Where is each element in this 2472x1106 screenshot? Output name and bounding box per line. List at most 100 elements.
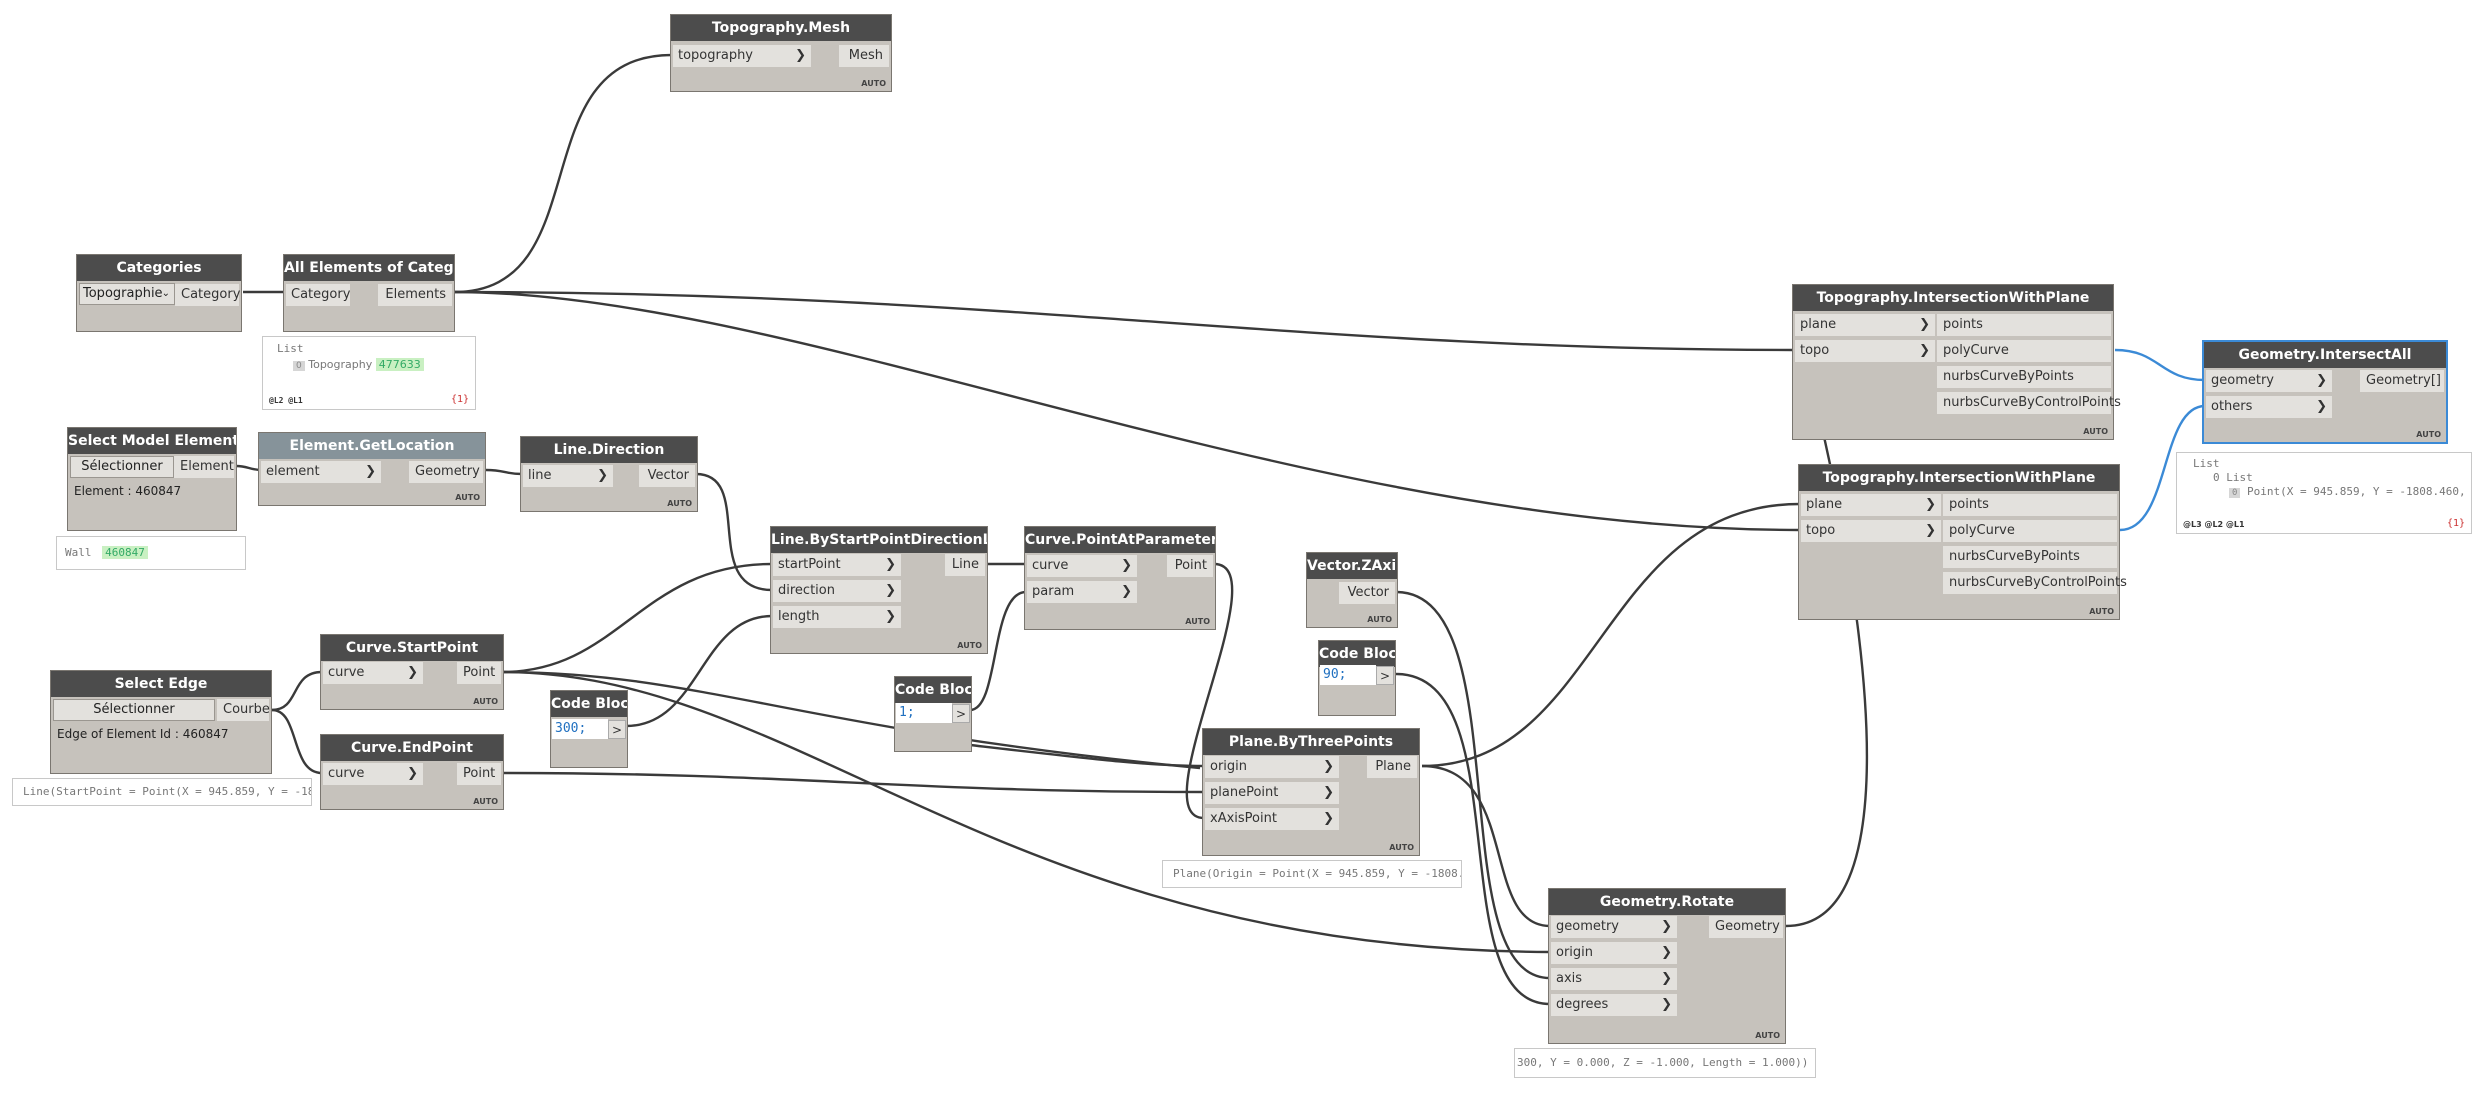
port-curve[interactable]: curve❯ bbox=[1027, 555, 1137, 577]
wire-startpoint-to-linestart[interactable] bbox=[501, 562, 773, 674]
port-points[interactable]: points bbox=[1943, 494, 2117, 516]
port-mesh[interactable]: Mesh bbox=[839, 45, 889, 67]
code-output-port[interactable]: > bbox=[952, 704, 970, 723]
port-plane[interactable]: plane❯ bbox=[1795, 314, 1935, 336]
port-startpoint[interactable]: startPoint❯ bbox=[773, 554, 901, 576]
preview-sublist-header: 0 List bbox=[2213, 471, 2253, 484]
port-category[interactable]: Category bbox=[175, 284, 240, 306]
node-element-getlocation[interactable]: Element.GetLocation element❯ Geometry AU… bbox=[258, 432, 486, 506]
node-select-model-element[interactable]: Select Model Element Sélectionner Elemen… bbox=[67, 427, 237, 531]
node-code-block-300[interactable]: Code Block 300; > bbox=[550, 690, 628, 768]
node-curve-point-at-parameter[interactable]: Curve.PointAtParameter curve❯ param❯ Poi… bbox=[1024, 526, 1216, 630]
port-vector[interactable]: Vector bbox=[1339, 582, 1395, 604]
preview-list-header: List bbox=[277, 342, 304, 355]
node-code-block-1[interactable]: Code Block 1; > bbox=[894, 676, 972, 752]
code-output-port[interactable]: > bbox=[1376, 666, 1394, 685]
port-geometry-out[interactable]: Geometry bbox=[1709, 916, 1783, 938]
port-courbe[interactable]: Courbe bbox=[217, 699, 270, 721]
port-geometry-array[interactable]: Geometry[] bbox=[2360, 370, 2444, 392]
port-nurbs-by-points[interactable]: nurbsCurveByPoints bbox=[1937, 366, 2111, 388]
port-elements[interactable]: Elements bbox=[378, 284, 452, 306]
port-curve[interactable]: curve❯ bbox=[323, 662, 423, 684]
node-all-elements-of-category[interactable]: All Elements of Category Category Elemen… bbox=[283, 254, 455, 332]
port-topo[interactable]: topo❯ bbox=[1801, 520, 1941, 542]
port-line[interactable]: line❯ bbox=[523, 465, 613, 487]
port-polycurve[interactable]: polyCurve bbox=[1937, 340, 2111, 362]
port-plane[interactable]: plane❯ bbox=[1801, 494, 1941, 516]
port-category-in[interactable]: Category bbox=[286, 284, 350, 306]
node-plane-by-three-points[interactable]: Plane.ByThreePoints origin❯ planePoint❯ … bbox=[1202, 728, 1420, 856]
port-element[interactable]: Element bbox=[174, 456, 234, 478]
port-axis[interactable]: axis❯ bbox=[1551, 968, 1677, 990]
wire-plane-to-topo2[interactable] bbox=[1421, 502, 1801, 768]
wire-vector-to-direction[interactable] bbox=[695, 472, 773, 592]
code-output-port[interactable]: > bbox=[608, 720, 626, 739]
select-button[interactable]: Sélectionner bbox=[70, 456, 174, 478]
port-topography[interactable]: topography❯ bbox=[673, 45, 811, 67]
port-geometry[interactable]: Geometry bbox=[409, 461, 483, 483]
wire-courbe-to-startpoint[interactable] bbox=[271, 670, 323, 712]
node-curve-startpoint[interactable]: Curve.StartPoint curve❯ Point AUTO bbox=[320, 634, 504, 710]
port-element-in[interactable]: element❯ bbox=[261, 461, 381, 483]
wire-elements-to-topo-mesh[interactable] bbox=[453, 53, 673, 294]
port-origin[interactable]: origin❯ bbox=[1551, 942, 1677, 964]
port-param[interactable]: param❯ bbox=[1027, 581, 1137, 603]
preview-select-edge[interactable]: Line(StartPoint = Point(X = 945.859, Y =… bbox=[12, 778, 312, 806]
port-xaxispoint[interactable]: xAxisPoint❯ bbox=[1205, 808, 1339, 830]
node-topography-intersection-with-plane-1[interactable]: Topography.IntersectionWithPlane plane❯ … bbox=[1792, 284, 2121, 440]
code-editor[interactable]: 90; bbox=[1320, 665, 1376, 685]
port-point[interactable]: Point bbox=[457, 662, 501, 684]
port-topo[interactable]: topo❯ bbox=[1795, 340, 1935, 362]
wire-courbe-to-endpoint[interactable] bbox=[271, 708, 323, 775]
port-line-out[interactable]: Line bbox=[945, 554, 985, 576]
port-direction[interactable]: direction❯ bbox=[773, 580, 901, 602]
node-line-by-start-point-direction-length[interactable]: Line.ByStartPointDirectionLength startPo… bbox=[770, 526, 988, 654]
preview-all-elements[interactable]: List 0 Topography 477633 @L2 @L1 {1} bbox=[262, 336, 476, 410]
port-points[interactable]: points bbox=[1937, 314, 2111, 336]
wire-plane-to-rotate-geom[interactable] bbox=[1421, 764, 1551, 928]
port-geometry[interactable]: geometry❯ bbox=[2206, 370, 2332, 392]
wire-endpoint-to-planepoint[interactable] bbox=[501, 771, 1205, 794]
port-point[interactable]: Point bbox=[1167, 555, 1213, 577]
node-topography-intersection-with-plane-2[interactable]: Topography.IntersectionWithPlane plane❯ … bbox=[1798, 464, 2127, 620]
port-nurbs-by-points[interactable]: nurbsCurveByPoints bbox=[1943, 546, 2117, 568]
node-geometry-rotate[interactable]: Geometry.Rotate geometry❯ origin❯ axis❯ … bbox=[1548, 888, 1786, 1044]
node-vector-zaxis[interactable]: Vector.ZAxis Vector AUTO bbox=[1306, 552, 1398, 628]
port-degrees[interactable]: degrees❯ bbox=[1551, 994, 1677, 1016]
port-geometry[interactable]: geometry❯ bbox=[1551, 916, 1677, 938]
chevron-right-icon: ❯ bbox=[1323, 759, 1334, 774]
wire-elements-to-topo1[interactable] bbox=[453, 290, 1795, 352]
port-length[interactable]: length❯ bbox=[773, 606, 901, 628]
node-categories[interactable]: Categories Topographie⌄ Category bbox=[76, 254, 242, 332]
node-line-direction[interactable]: Line.Direction line❯ Vector AUTO bbox=[520, 436, 698, 512]
wire-geometry-to-direction[interactable] bbox=[485, 468, 523, 476]
wire-300-to-length[interactable] bbox=[625, 614, 773, 728]
wire-polycurve-to-geometry[interactable] bbox=[2114, 348, 2206, 382]
port-nurbs-by-control-points[interactable]: nurbsCurveByControlPoints bbox=[1937, 392, 2121, 414]
preview-intersect-all[interactable]: List 0 List 0 Point(X = 945.859, Y = -18… bbox=[2176, 452, 2472, 534]
select-button[interactable]: Sélectionner bbox=[53, 699, 215, 721]
preview-plane[interactable]: Plane(Origin = Point(X = 945.859, Y = -1… bbox=[1162, 860, 1462, 888]
code-editor[interactable]: 300; bbox=[552, 719, 608, 739]
port-plane[interactable]: Plane bbox=[1367, 756, 1417, 778]
node-curve-endpoint[interactable]: Curve.EndPoint curve❯ Point AUTO bbox=[320, 734, 504, 810]
node-geometry-intersect-all[interactable]: Geometry.IntersectAll geometry❯ others❯ … bbox=[2202, 340, 2448, 444]
port-origin[interactable]: origin❯ bbox=[1205, 756, 1339, 778]
preview-select-model[interactable]: Wall 460847 bbox=[56, 536, 246, 570]
node-topography-mesh[interactable]: Topography.Mesh topography❯ Mesh AUTO bbox=[670, 14, 892, 92]
element-id-link[interactable]: 477633 bbox=[375, 358, 424, 371]
port-others[interactable]: others❯ bbox=[2206, 396, 2332, 418]
node-code-block-90[interactable]: Code Block 90; > bbox=[1318, 640, 1396, 716]
port-nurbs-by-control-points[interactable]: nurbsCurveByControlPoints bbox=[1943, 572, 2127, 594]
port-vector[interactable]: Vector bbox=[639, 465, 695, 487]
element-id-link[interactable]: 460847 bbox=[102, 546, 148, 559]
wire-codeblock-to-origin[interactable] bbox=[969, 743, 1205, 768]
preview-rotate[interactable]: 300, Y = 0.000, Z = -1.000, Length = 1.0… bbox=[1514, 1048, 1816, 1078]
port-curve[interactable]: curve❯ bbox=[323, 763, 423, 785]
node-select-edge[interactable]: Select Edge Sélectionner Courbe Edge of … bbox=[50, 670, 272, 774]
code-editor[interactable]: 1; bbox=[896, 703, 952, 723]
port-point[interactable]: Point bbox=[457, 763, 501, 785]
port-planepoint[interactable]: planePoint❯ bbox=[1205, 782, 1339, 804]
category-dropdown[interactable]: Topographie⌄ bbox=[79, 283, 175, 305]
port-polycurve[interactable]: polyCurve bbox=[1943, 520, 2117, 542]
